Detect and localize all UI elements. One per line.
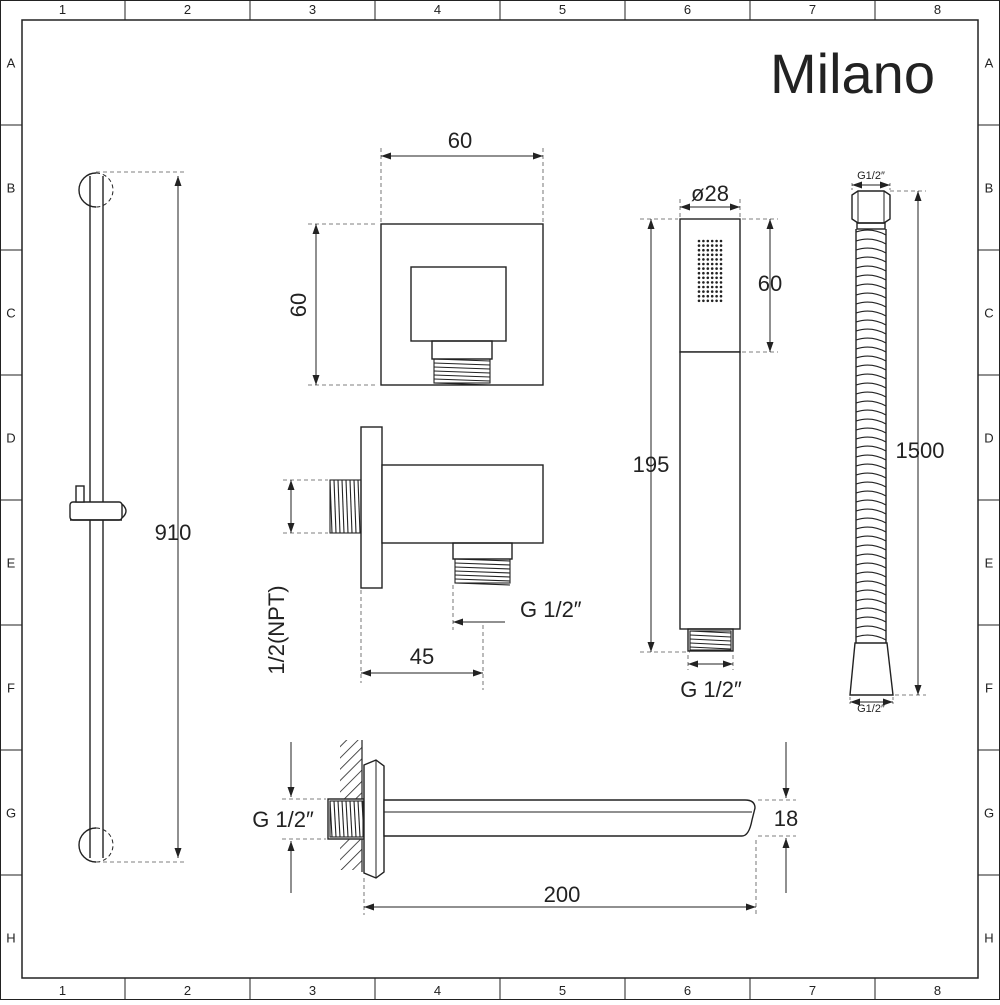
column-label-2: 2 (184, 983, 191, 998)
hose-top-nut (851, 190, 891, 224)
row-label-C: C (984, 306, 993, 321)
spout-length-label: 200 (544, 882, 581, 907)
outlet-height-label: 60 (286, 293, 311, 317)
hand-shower-thread (687, 628, 734, 652)
column-label-6: 6 (684, 2, 691, 17)
rail-height-label: 910 (155, 520, 192, 545)
column-label-5: 5 (559, 2, 566, 17)
rail-bottom-bracket (78, 827, 97, 863)
column-label-2: 2 (184, 2, 191, 17)
handset-diameter-label: ø28 (691, 181, 729, 206)
brand-logo: Milano (770, 42, 935, 105)
column-label-4: 4 (434, 983, 441, 998)
row-label-D: D (6, 431, 15, 446)
wall-outlet-side-dimensions: 1/2(NPT) G 1/2″ 45 (264, 479, 582, 690)
handset-head-length-label: 60 (758, 271, 782, 296)
outlet-outlet-thread-label: G 1/2″ (520, 597, 582, 622)
hose-length-label: 1500 (896, 438, 945, 463)
column-label-4: 4 (434, 2, 441, 17)
rail-slider[interactable] (69, 485, 127, 521)
wall-outlet-front-dimensions: 60 60 (286, 128, 544, 386)
hose-bottom-fitting-label: G1/2″ (857, 703, 885, 715)
handset-thread-label: G 1/2″ (680, 677, 742, 702)
hose-bottom-cone (849, 642, 894, 696)
outlet-inlet-thread-label: 1/2(NPT) (264, 585, 289, 674)
column-label-6: 6 (684, 983, 691, 998)
spout-thickness-label: 18 (774, 806, 798, 831)
column-label-8: 8 (934, 983, 941, 998)
outlet-width-label: 60 (448, 128, 472, 153)
column-label-5: 5 (559, 983, 566, 998)
slide-rail (69, 172, 127, 863)
row-label-C: C (6, 306, 15, 321)
row-label-G: G (6, 806, 16, 821)
row-label-E: E (7, 556, 16, 571)
column-label-8: 8 (934, 2, 941, 17)
column-label-7: 7 (809, 983, 816, 998)
row-label-F: F (985, 681, 993, 696)
hand-shower-head (679, 218, 741, 353)
column-label-3: 3 (309, 2, 316, 17)
hose-dimensions: G1/2″ G1/2″ 1500 (849, 170, 945, 715)
column-label-3: 3 (309, 983, 316, 998)
bath-spout (327, 740, 756, 879)
hose-top-fitting-label: G1/2″ (857, 170, 885, 182)
hand-shower-handle (679, 351, 741, 630)
row-label-B: B (7, 181, 16, 196)
row-label-B: B (985, 181, 994, 196)
shower-hose (849, 190, 894, 696)
row-label-D: D (984, 431, 993, 446)
row-label-G: G (984, 806, 994, 821)
row-label-A: A (7, 56, 16, 71)
handset-length-label: 195 (633, 452, 670, 477)
spout-body (383, 799, 756, 837)
row-label-H: H (984, 931, 993, 946)
column-label-7: 7 (809, 2, 816, 17)
rail-dimension: 910 (96, 171, 192, 863)
wall-outlet-front-view (380, 223, 544, 386)
row-label-E: E (985, 556, 994, 571)
wall-outlet-side-view (329, 426, 544, 589)
row-label-A: A (985, 56, 994, 71)
spout-dimensions: G 1/2″ 18 200 (252, 742, 798, 915)
column-label-1: 1 (59, 983, 66, 998)
column-label-1: 1 (59, 2, 66, 17)
nozzle-grid (697, 239, 723, 303)
row-label-H: H (6, 931, 15, 946)
hand-shower-dimensions: ø28 60 195 G 1/2″ (633, 181, 783, 702)
rail-top-bracket (78, 172, 97, 208)
spout-wall-plate (363, 759, 385, 879)
outlet-depth-label: 45 (410, 644, 434, 669)
hand-shower (679, 218, 741, 652)
row-label-F: F (7, 681, 15, 696)
spout-thread-label: G 1/2″ (252, 807, 314, 832)
